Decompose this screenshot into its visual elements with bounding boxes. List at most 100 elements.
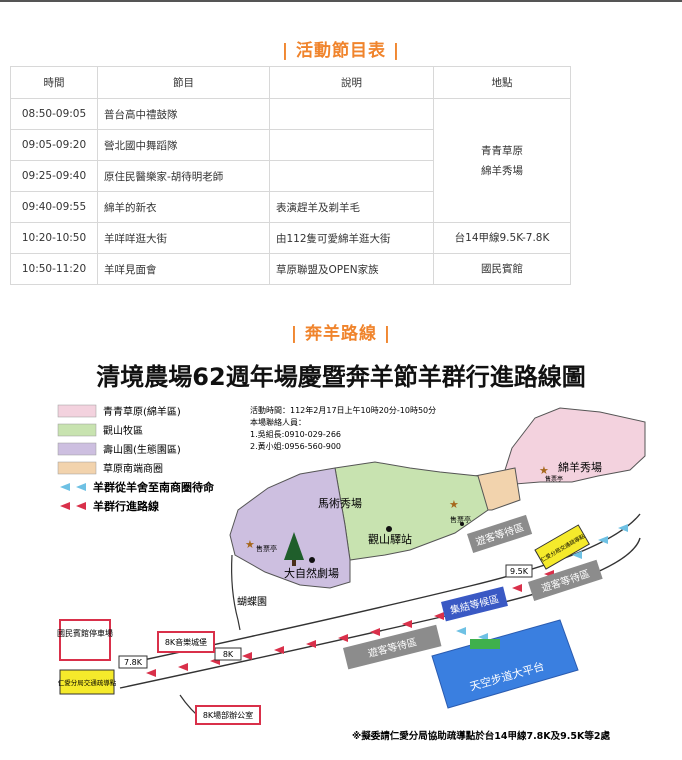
top-divider bbox=[0, 0, 682, 2]
legend-blue-arrow-icon bbox=[76, 483, 86, 491]
nature-theater-label: 大自然劇場 bbox=[284, 566, 339, 580]
skywalk-green-patch bbox=[470, 639, 500, 649]
map-title: 清境農場62週年場慶暨奔羊節羊群行進路線圖 bbox=[96, 363, 585, 391]
km-marker-box bbox=[118, 655, 148, 669]
table-row: 10:50-11:20 羊咩見面會 草原聯盟及OPEN家族 國民賓館 bbox=[10, 253, 571, 285]
contact-2: 2.黃小姐:0956-560-900 bbox=[250, 441, 341, 451]
event-info: 活動時間：112年2月17日上午10時20分-10時50分 本場聯絡人員： 1.… bbox=[250, 405, 436, 451]
legend-red-arrow-icon bbox=[76, 502, 86, 510]
schedule-title: | 活動節目表 | bbox=[281, 41, 401, 61]
km-marker-box bbox=[214, 647, 242, 661]
legend-blue-arrow-icon bbox=[60, 483, 70, 491]
legend-label: 青青草原(綿羊區) bbox=[103, 405, 181, 418]
row-time: 08:50-09:05 bbox=[10, 98, 98, 130]
header-location: 地點 bbox=[433, 66, 571, 99]
wait-area-box bbox=[528, 559, 603, 602]
row-time: 10:50-11:20 bbox=[10, 253, 98, 285]
schedule-table: 時間 節目 說明 地點 08:50-09:05 普台高中禮鼓隊 青青草原 綿羊秀… bbox=[10, 66, 571, 285]
office-label: 8K場部辦公室 bbox=[203, 710, 253, 720]
table-row: 10:20-10:50 羊咩咩逛大街 由112隻可愛綿羊逛大街 台14甲線9.5… bbox=[10, 222, 571, 254]
music-stage-box bbox=[157, 631, 215, 653]
wait-area-upper: 遊客等待區 bbox=[467, 514, 533, 554]
red-arrow-icon bbox=[178, 663, 188, 671]
row-description: 草原聯盟及OPEN家族 bbox=[269, 253, 434, 285]
wait-area-right: 遊客等待區 bbox=[528, 559, 603, 602]
parking-label: 國民賓館停車場 bbox=[57, 628, 113, 638]
legend-label: 壽山園(生態園區) bbox=[103, 443, 181, 456]
km-95-label: 9.5K bbox=[510, 567, 529, 576]
row-program: 羊咩咩逛大街 bbox=[97, 222, 270, 254]
table-row: 09:40-09:55 綿羊的新衣 表演趕羊及剃羊毛 bbox=[10, 191, 571, 223]
blue-arrow-icon bbox=[456, 627, 466, 635]
booth-dot-icon bbox=[460, 522, 464, 526]
ticket-booth-label: 售票亭 bbox=[450, 515, 471, 524]
row-program: 營北國中舞蹈隊 bbox=[97, 129, 270, 161]
shoushan-garden-area bbox=[229, 467, 351, 589]
sheep-show-label: 綿羊秀場 bbox=[558, 460, 602, 474]
row-time: 10:20-10:50 bbox=[10, 222, 98, 254]
guanshan-station-label: 觀山驛站 bbox=[368, 532, 412, 546]
header-time: 時間 bbox=[10, 66, 98, 99]
star-icon: ★ bbox=[245, 538, 255, 551]
legend-red-arrow-icon bbox=[60, 502, 70, 510]
route-section-title: | 奔羊路線 | bbox=[290, 324, 392, 344]
theater-dot-icon bbox=[309, 557, 315, 563]
red-arrow-icon bbox=[146, 669, 156, 677]
blue-arrow-icon bbox=[572, 551, 582, 559]
legend-swatch-purple bbox=[57, 442, 97, 456]
map-legend: 青青草原(綿羊區) 觀山牧區 壽山園(生態園區) 草原南端商圈 羊群從羊舍至南商… bbox=[57, 404, 215, 513]
route-map: 清境農場62週年場慶暨奔羊節羊群行進路線圖 青青草原(綿羊區) 觀山牧區 壽山園… bbox=[57, 363, 646, 742]
row-time: 09:05-09:20 bbox=[10, 129, 98, 161]
red-arrow-icon bbox=[370, 628, 380, 636]
legend-label: 草原南端商圈 bbox=[103, 462, 163, 475]
blue-arrow-icon bbox=[598, 536, 608, 544]
skywalk-platform bbox=[431, 619, 579, 709]
red-arrow-icon bbox=[306, 640, 316, 648]
ticket-booth-label: 售票亭 bbox=[256, 544, 277, 553]
tree-trunk bbox=[292, 560, 296, 566]
red-arrow-icon bbox=[402, 620, 412, 628]
star-icon: ★ bbox=[539, 464, 549, 477]
header-description: 說明 bbox=[269, 66, 434, 99]
ticket-booth-label: 售票亭 bbox=[545, 475, 563, 483]
row-program: 原住民醫樂家-胡待明老師 bbox=[97, 160, 270, 192]
legend-path-label: 羊群行進路線 bbox=[93, 499, 159, 513]
tree-icon bbox=[284, 532, 304, 560]
row-description: 由112隻可愛綿羊逛大街 bbox=[269, 222, 434, 254]
location-line2: 綿羊秀場 bbox=[481, 164, 523, 177]
table-row: 08:50-09:05 普台高中禮鼓隊 青青草原 綿羊秀場 bbox=[10, 98, 571, 223]
police-guide-left-box bbox=[59, 669, 115, 695]
legend-label: 觀山牧區 bbox=[103, 424, 143, 437]
row-program: 羊咩見面會 bbox=[97, 253, 270, 285]
star-icon: ★ bbox=[449, 498, 459, 511]
row-location: 台14甲線9.5K-7.8K bbox=[433, 222, 571, 254]
butterfly-garden-outline bbox=[231, 554, 241, 631]
row-program: 普台高中禮鼓隊 bbox=[97, 98, 270, 130]
office-box bbox=[195, 705, 261, 725]
gathering-area: 集結等候區 bbox=[441, 586, 508, 622]
legend-swatch-pink bbox=[57, 404, 97, 418]
km-78-label: 7.8K bbox=[124, 658, 143, 667]
red-arrow-icon bbox=[512, 584, 522, 592]
row-program: 綿羊的新衣 bbox=[97, 191, 270, 223]
red-arrow-icon bbox=[274, 646, 284, 654]
butterfly-garden-label: 蝴蝶園 bbox=[237, 595, 267, 608]
station-dot-icon bbox=[386, 526, 392, 532]
map-footnote: ※擬委請仁愛分局協助疏導點於台14甲線7.8K及9.5K等2處 bbox=[352, 730, 610, 742]
route-red-arrows bbox=[146, 570, 554, 677]
red-arrow-icon bbox=[242, 652, 252, 660]
table-row: 09:05-09:20 營北國中舞蹈隊 bbox=[10, 129, 571, 161]
horse-show-label: 馬術秀場 bbox=[318, 497, 362, 510]
wait-area-lower: 遊客等待區 bbox=[343, 624, 442, 670]
police-guide-right-box bbox=[534, 524, 590, 570]
row-location: 國民賓館 bbox=[433, 253, 571, 285]
music-stage-label: 8K音樂城堡 bbox=[165, 637, 207, 647]
row-description bbox=[269, 129, 434, 161]
legend-wait-label: 羊群從羊舍至南商圈待命 bbox=[93, 480, 215, 494]
row-description bbox=[269, 160, 434, 192]
police-guide-left-label: 仁愛分局交通疏導點 bbox=[58, 678, 117, 687]
parking-box bbox=[59, 619, 111, 661]
km-marker-box bbox=[505, 564, 533, 578]
blue-arrow-icon bbox=[618, 524, 628, 532]
legend-swatch-green bbox=[57, 423, 97, 437]
